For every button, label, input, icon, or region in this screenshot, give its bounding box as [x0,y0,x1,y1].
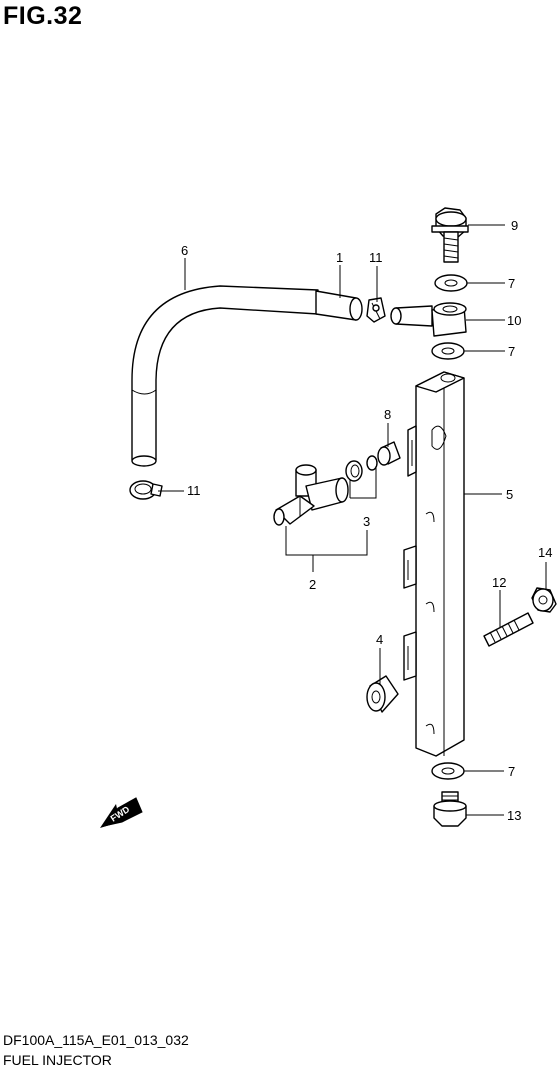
diagram-name: FUEL INJECTOR [3,1052,112,1068]
bolt-9 [431,207,469,263]
hose-clip-11-lower [129,480,163,500]
callout-2: 2 [309,577,316,592]
callout-4: 4 [376,632,383,647]
collar-8 [377,441,401,466]
fwd-arrow-icon: FWD [100,797,143,828]
stud-12 [483,612,534,647]
callout-5: 5 [506,487,513,502]
callout-12: 12 [492,575,506,590]
figure-title: FIG.32 [3,2,83,30]
washer-7-upper [434,274,468,292]
callout-1: 1 [336,250,343,265]
nut-14 [531,587,557,613]
callout-7-lower: 7 [508,764,515,779]
callout-14: 14 [538,545,552,560]
callout-11-upper: 11 [369,250,383,265]
fitting-2 [273,464,349,526]
callout-10: 10 [507,313,521,328]
grommet-4 [366,675,399,713]
callout-7-upper: 7 [508,276,515,291]
plug-bolt-13 [433,791,467,827]
callout-11-lower: 11 [187,483,201,498]
fuel-hose-6 [131,285,319,467]
callout-9: 9 [511,218,518,233]
callout-7-middle: 7 [508,344,515,359]
callout-6: 6 [181,243,188,258]
hose-1 [315,290,363,321]
callout-3: 3 [363,514,370,529]
union-fitting-10 [390,302,467,337]
callout-8: 8 [384,407,391,422]
callout-13: 13 [507,808,521,823]
washer-7-lower [431,762,465,780]
washer-7-middle [431,342,465,360]
diagram-code: DF100A_115A_E01_013_032 [3,1032,189,1048]
fuel-rail-5 [403,371,465,757]
hose-clip-11-upper [366,297,386,323]
leader-lines [158,224,547,816]
o-rings-3 [345,455,378,482]
